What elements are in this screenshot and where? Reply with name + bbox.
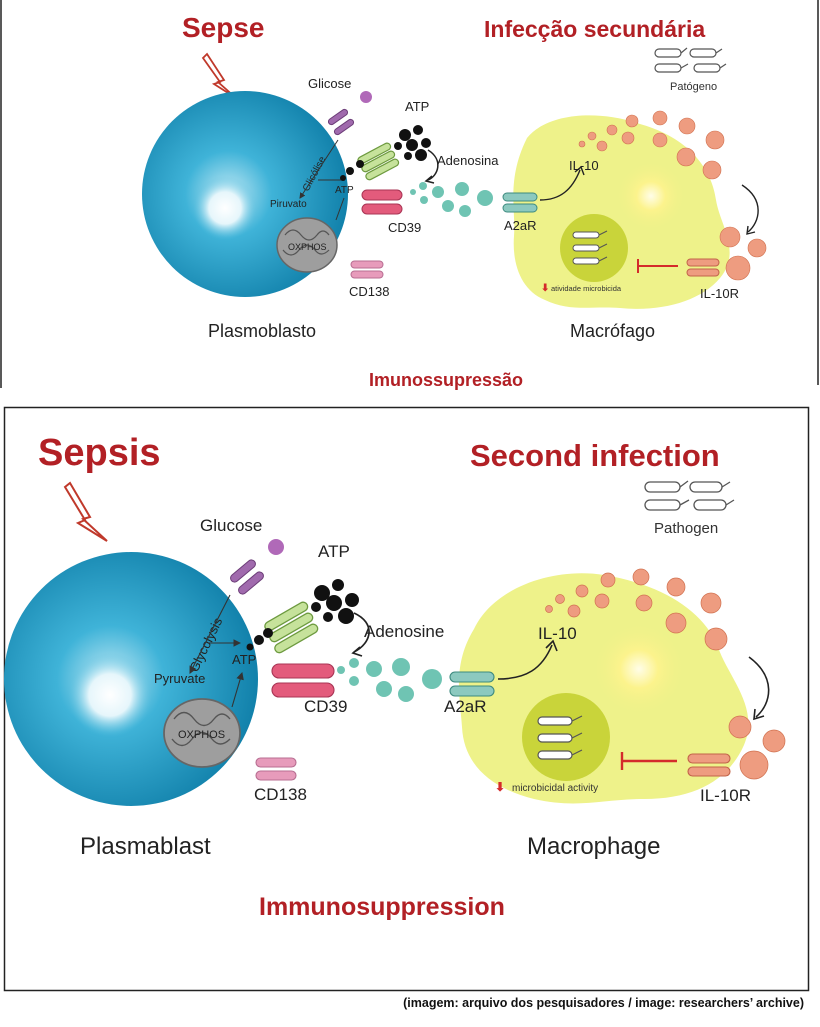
glucose-molecule <box>360 91 372 103</box>
inhibition-bar-icon <box>620 752 677 770</box>
macrophage-nucleus-glow <box>615 160 687 232</box>
a2ar-label: A2aR <box>444 697 487 716</box>
cd39-label: CD39 <box>304 697 347 716</box>
oxphos-label: OXPHOS <box>178 729 225 741</box>
glucose-transporter <box>327 108 355 136</box>
a2ar-receptor <box>449 671 495 697</box>
diagram-panel-english: Sepsis Second infection Pathogen ⬇ micro… <box>4 407 809 991</box>
macrophage-nucleus-glow <box>591 621 687 717</box>
il10-recycling-arrow <box>748 656 770 718</box>
pyruvate-label: Piruvato <box>270 199 307 210</box>
il10r-receptor <box>687 753 731 777</box>
plasmablast-nucleus <box>68 653 152 737</box>
atp-channel <box>357 142 400 181</box>
oxphos-label: OXPHOS <box>288 242 327 252</box>
glucose-molecule <box>268 539 284 555</box>
plasmablast-nucleus <box>193 176 257 240</box>
il10-recycling-arrow <box>741 184 759 233</box>
glucose-label: Glucose <box>200 516 262 535</box>
engulfed-bacteria <box>537 715 583 760</box>
adenosine-label: Adenosine <box>364 622 444 641</box>
mitochondrion-icon: OXPHOS <box>163 698 241 768</box>
mitochondrion-icon: OXPHOS <box>276 217 338 273</box>
plasmablast-label: Plasmablast <box>80 833 211 860</box>
glucose-label: Glicose <box>308 76 351 91</box>
cd39-receptor <box>271 663 335 698</box>
diagram-svg-portuguese: Sepse Infecção secundária Patógeno ⬇ ati… <box>142 12 767 390</box>
il10r-label: IL-10R <box>700 286 739 301</box>
macrophage-label: Macrophage <box>527 833 660 860</box>
inhibition-bar-icon <box>637 259 678 273</box>
image-credit: (imagem: arquivo dos pesquisadores / ima… <box>403 996 804 1010</box>
atp-label: ATP <box>405 99 429 114</box>
cd39-label: CD39 <box>388 220 421 235</box>
il10-label: IL-10 <box>538 624 577 643</box>
lightning-bolt-icon <box>63 481 108 542</box>
down-arrow-icon: ⬇ <box>495 780 505 794</box>
a2ar-to-il10-arrow <box>497 644 553 680</box>
cd138-label: CD138 <box>349 284 389 299</box>
il10r-receptor <box>686 258 720 277</box>
pathogen-bacteria-icon <box>644 480 735 511</box>
a2ar-label: A2aR <box>504 218 537 233</box>
down-arrow-icon: ⬇ <box>541 283 549 294</box>
sepsis-title: Sepsis <box>38 432 161 474</box>
microbicidal-activity-label: atividade microbicida <box>551 284 622 293</box>
cd138-label: CD138 <box>254 785 307 804</box>
il10-molecules <box>545 568 786 780</box>
engulfed-bacteria <box>572 230 608 265</box>
atp-inner-label: ATP <box>232 652 256 667</box>
diagram-svg-english: Sepsis Second infection Pathogen ⬇ micro… <box>4 432 786 921</box>
a2ar-receptor <box>502 192 538 213</box>
il10-molecules <box>578 110 767 281</box>
pathogen-label: Pathogen <box>654 520 718 537</box>
atp-channel <box>264 601 319 654</box>
second-infection-title: Infecção secundária <box>484 16 705 42</box>
adenosine-molecules <box>337 658 442 702</box>
microbicidal-activity-label: microbicidal activity <box>512 783 598 794</box>
atp-molecules <box>394 125 431 161</box>
adenosine-molecules <box>410 182 493 217</box>
il10r-label: IL-10R <box>700 786 751 805</box>
a2ar-to-il10-arrow <box>539 169 581 201</box>
second-infection-title: Second infection <box>470 438 720 473</box>
atp-inner-label: ATP <box>335 185 354 196</box>
macrophage-label: Macrófago <box>570 321 655 341</box>
atp-to-adenosine-arrow <box>427 149 439 181</box>
cd138-receptor <box>350 260 384 279</box>
sepsis-title: Sepse <box>182 12 265 43</box>
diagram-panel-portuguese: Sepse Infecção secundária Patógeno ⬇ ati… <box>0 0 820 392</box>
lightning-bolt-icon <box>201 52 237 99</box>
pathogen-label: Patógeno <box>670 81 717 93</box>
immunosuppression-label: Immunosuppression <box>259 893 505 921</box>
atp-molecules <box>311 579 359 624</box>
il10-label: IL-10 <box>569 158 599 173</box>
cd138-receptor <box>255 757 297 781</box>
pathogen-bacteria-icon <box>654 47 727 73</box>
glucose-transporter <box>230 559 264 595</box>
cd39-receptor <box>361 189 403 215</box>
immunosuppression-label: Imunossupressão <box>369 370 523 390</box>
adenosine-label: Adenosina <box>437 153 499 168</box>
plasmablast-label: Plasmoblasto <box>208 321 316 341</box>
pyruvate-label: Pyruvate <box>154 671 205 686</box>
atp-label: ATP <box>318 542 350 561</box>
